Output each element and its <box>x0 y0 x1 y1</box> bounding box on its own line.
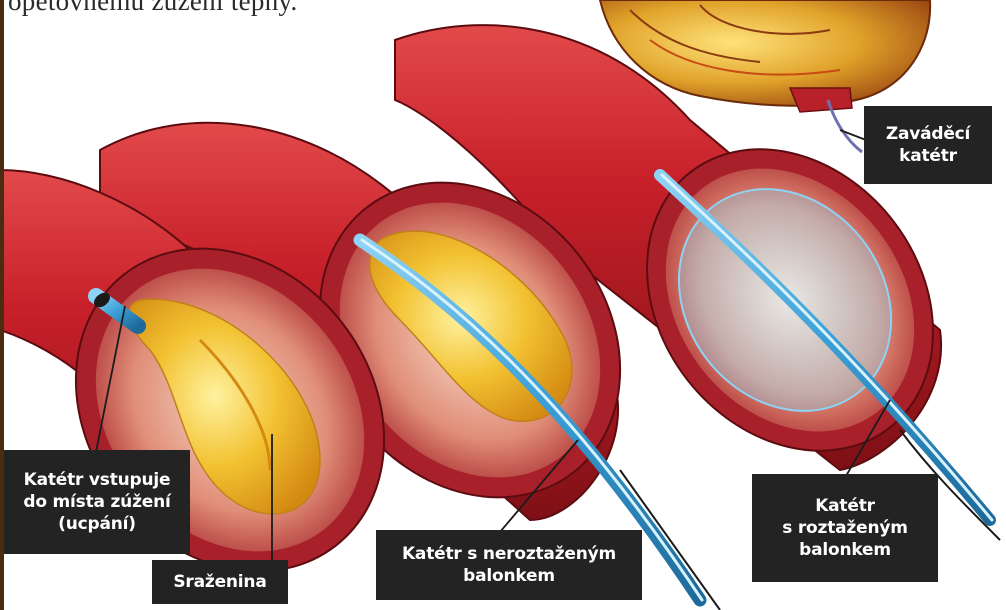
label-catheter-deflated-line1: Katétr s neroztaženým <box>382 543 636 565</box>
label-catheter-inflated-line1: Katétr <box>758 495 932 517</box>
caption-text: opětovnému zúžení tepny. <box>8 0 298 17</box>
label-clot: Sraženina <box>152 560 288 604</box>
label-catheter-entering: Katétr vstupuje do místa zúžení (ucpání) <box>4 450 190 554</box>
label-guiding-catheter-line1: Zaváděcí <box>870 123 986 145</box>
label-catheter-entering-line3: (ucpání) <box>10 513 184 535</box>
label-catheter-inflated-line2: s roztaženým <box>758 517 932 539</box>
label-catheter-entering-line2: do místa zúžení <box>10 491 184 513</box>
label-catheter-deflated-line2: balonkem <box>382 565 636 587</box>
label-clot-line1: Sraženina <box>158 571 282 593</box>
label-catheter-inflated-balloon: Katétr s roztaženým balonkem <box>752 474 938 582</box>
label-guiding-catheter-line2: katétr <box>870 145 986 167</box>
label-catheter-inflated-line3: balonkem <box>758 539 932 561</box>
label-catheter-deflated-balloon: Katétr s neroztaženým balonkem <box>376 530 642 600</box>
label-catheter-entering-line1: Katétr vstupuje <box>10 469 184 491</box>
label-guiding-catheter: Zaváděcí katétr <box>864 106 992 184</box>
